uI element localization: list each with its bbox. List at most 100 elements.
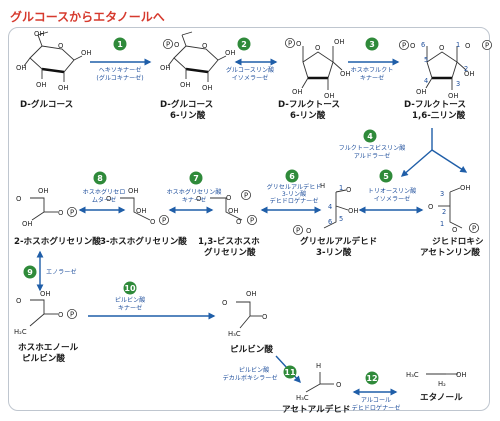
- svg-text:ホスホグリセリン酸: ホスホグリセリン酸: [167, 188, 222, 196]
- compound-1-3-bisphosphoglycerate: O O OH O 1,3-ビスホスホ グリセリン酸: [196, 189, 260, 258]
- compound-ethanol: H₃C OH H₂ エタノール: [406, 371, 466, 403]
- svg-text:O: O: [236, 218, 241, 226]
- enzyme-1: 1 ヘキソキナーゼ (グルコキナーゼ): [96, 37, 144, 82]
- svg-text:3-リン酸: 3-リン酸: [316, 246, 352, 258]
- svg-text:O: O: [262, 313, 267, 321]
- svg-text:グルコースリン酸: グルコースリン酸: [226, 66, 274, 74]
- svg-text:O: O: [16, 195, 21, 203]
- diagram-frame: [8, 27, 490, 411]
- svg-text:9: 9: [27, 268, 33, 277]
- enzyme-10: 10 ピルビン酸 キナーゼ: [115, 281, 145, 312]
- svg-text:O: O: [150, 218, 155, 226]
- svg-text:4: 4: [367, 132, 373, 141]
- enzyme-9: 9 エノラーゼ: [23, 265, 76, 279]
- svg-text:3: 3: [440, 190, 444, 198]
- svg-text:OH: OH: [246, 290, 256, 298]
- enzyme-11: 11 ピルビン酸 デカルボキシラーゼ: [223, 365, 297, 382]
- svg-text:10: 10: [124, 284, 136, 293]
- svg-text:1,6-二リン酸: 1,6-二リン酸: [412, 109, 466, 121]
- svg-text:O: O: [306, 227, 311, 235]
- svg-text:D-グルコース: D-グルコース: [20, 98, 73, 110]
- svg-text:D-フルクトース: D-フルクトース: [278, 99, 340, 110]
- svg-text:O: O: [336, 381, 341, 389]
- svg-text:OH: OH: [34, 30, 44, 38]
- svg-text:ホスホフルクト: ホスホフルクト: [351, 67, 394, 74]
- enzyme-12: 12 アルコール デヒドロゲナーゼ: [352, 371, 401, 412]
- svg-text:7: 7: [193, 174, 199, 183]
- compound-3-phosphoglycerate: O OH OH O 3-ホスホグリセリン酸: [100, 187, 187, 247]
- svg-text:1: 1: [339, 184, 343, 192]
- svg-text:エノラーゼ: エノラーゼ: [46, 268, 76, 276]
- svg-text:イソメラーゼ: イソメラーゼ: [374, 195, 411, 203]
- compound-acetaldehyde: H O H₃C アセトアルデヒド: [282, 362, 351, 415]
- svg-text:H₃C: H₃C: [228, 330, 241, 338]
- svg-text:O: O: [16, 297, 21, 305]
- svg-text:O: O: [410, 42, 415, 50]
- svg-text:O: O: [58, 209, 63, 217]
- svg-text:5: 5: [424, 56, 428, 64]
- svg-text:OH: OH: [136, 207, 146, 215]
- svg-text:ムターゼ: ムターゼ: [92, 196, 116, 204]
- svg-text:1,3-ビスホスホ: 1,3-ビスホスホ: [198, 235, 260, 247]
- svg-text:3: 3: [369, 40, 375, 49]
- svg-text:OH: OH: [460, 184, 470, 192]
- svg-text:H₃C: H₃C: [406, 371, 419, 379]
- compound-pyruvate: O OH O H₃C ピルビン酸: [222, 290, 273, 355]
- compound-2-phosphoglycerate: O OH OH O 2-ホスホグリセリン酸: [14, 187, 101, 247]
- svg-text:ホスホグリセロ: ホスホグリセロ: [83, 188, 126, 196]
- svg-text:OH: OH: [128, 187, 138, 195]
- svg-text:フルクトースビスリン酸: フルクトースビスリン酸: [339, 144, 406, 152]
- svg-text:2-ホスホグリセリン酸: 2-ホスホグリセリン酸: [14, 235, 101, 247]
- compound-glucose: OH D-グルコース: [14, 30, 93, 110]
- svg-text:4: 4: [328, 203, 332, 211]
- svg-text:OH: OH: [348, 207, 358, 215]
- svg-text:トリオースリン酸: トリオースリン酸: [368, 187, 416, 195]
- enzyme-7: 7 ホスホグリセリン酸 キナーゼ: [167, 171, 222, 204]
- svg-text:グリセリン酸: グリセリン酸: [204, 246, 256, 258]
- svg-text:11: 11: [284, 368, 296, 377]
- svg-text:O: O: [174, 41, 179, 49]
- svg-text:OH: OH: [228, 207, 238, 215]
- svg-text:2: 2: [241, 40, 247, 49]
- svg-text:6-リン酸: 6-リン酸: [290, 109, 326, 121]
- svg-text:(グルコキナーゼ): (グルコキナーゼ): [96, 74, 143, 82]
- svg-text:2: 2: [464, 65, 468, 73]
- svg-text:デヒドロゲナーゼ: デヒドロゲナーゼ: [270, 197, 319, 205]
- figure-title: グルコースからエタノールへ: [10, 10, 165, 24]
- svg-text:デヒドロゲナーゼ: デヒドロゲナーゼ: [352, 404, 401, 412]
- svg-text:H₂: H₂: [438, 380, 446, 388]
- svg-text:O: O: [428, 203, 433, 211]
- svg-text:O: O: [452, 226, 457, 234]
- aldolase-split: [400, 128, 468, 177]
- svg-text:1: 1: [117, 40, 123, 49]
- compound-glyceraldehyde-3-phosphate: H O OH O 1 4 6 5 グリセルアルデヒド 3-リン酸: [292, 182, 377, 258]
- svg-text:H: H: [316, 362, 321, 370]
- enzyme-5: 5 トリオースリン酸 イソメラーゼ: [368, 169, 416, 203]
- svg-text:12: 12: [366, 374, 377, 383]
- svg-text:1: 1: [440, 220, 444, 228]
- svg-text:OH: OH: [22, 220, 32, 228]
- compound-fructose-1-6-bisphosphate: O O 6 1 5 2 4 3 D-フルクトース 1,6-二リン酸: [398, 39, 493, 121]
- svg-text:エタノール: エタノール: [420, 391, 463, 403]
- svg-text:3-リン酸: 3-リン酸: [282, 190, 306, 198]
- svg-text:グリセルアルデヒド: グリセルアルデヒド: [267, 183, 322, 191]
- svg-text:キナーゼ: キナーゼ: [118, 304, 142, 312]
- compound-fructose-6-phosphate: O OH D-フルクトース 6-リン酸: [278, 37, 352, 121]
- svg-text:キナーゼ: キナーゼ: [182, 196, 206, 204]
- enzyme-8: 8 ホスホグリセロ ムターゼ: [83, 171, 126, 204]
- svg-text:6: 6: [421, 41, 425, 49]
- svg-text:H₂C: H₂C: [14, 328, 27, 336]
- svg-text:O: O: [196, 195, 201, 203]
- compound-dihydroxyacetone-phosphate: OH O O 3 2 1 ジヒドロキシ アセトンリン酸: [420, 184, 484, 258]
- svg-text:ジヒドロキシ: ジヒドロキシ: [432, 236, 484, 247]
- svg-text:3-ホスホグリセリン酸: 3-ホスホグリセリン酸: [100, 235, 187, 247]
- svg-text:6: 6: [328, 218, 332, 226]
- svg-text:O: O: [106, 195, 111, 203]
- svg-text:ホスホエノール: ホスホエノール: [18, 342, 79, 353]
- svg-text:D-グルコース: D-グルコース: [160, 98, 213, 110]
- svg-text:O: O: [222, 299, 227, 307]
- svg-text:O: O: [58, 311, 63, 319]
- svg-text:6-リン酸: 6-リン酸: [170, 109, 206, 121]
- svg-text:5: 5: [339, 215, 343, 223]
